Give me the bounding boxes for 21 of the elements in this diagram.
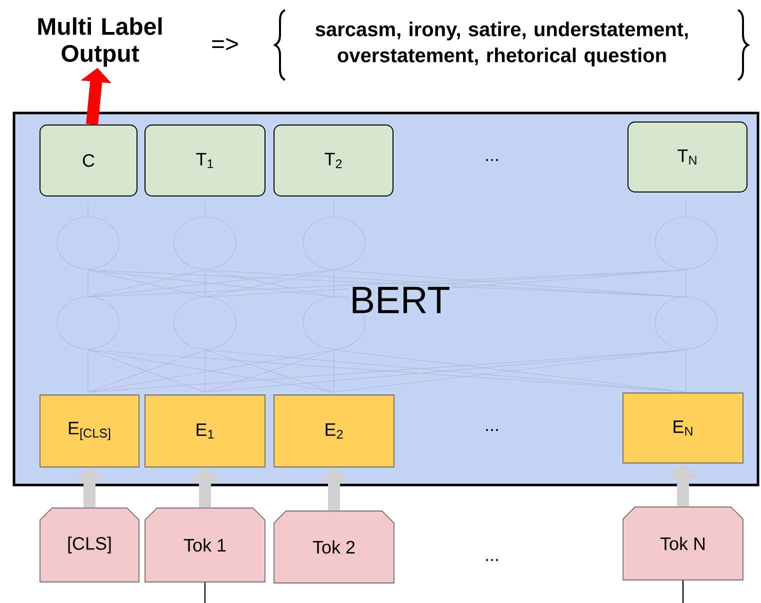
line <box>682 580 684 603</box>
embedding-box: E$_{[CLS]}$ <box>40 394 140 468</box>
output-heading: Multi Label Output <box>38 17 162 67</box>
label-set: sarcasm, irony, satire, understatement, overstatement, rhetorical question <box>316 22 688 66</box>
token-box: [CLS] <box>40 508 140 582</box>
line <box>204 582 206 603</box>
ellipsis: ... <box>486 159 498 161</box>
model-name: BERT <box>348 286 452 314</box>
arrow-sign: => <box>212 38 238 50</box>
output-box: T$_{1}$ <box>144 124 266 196</box>
embedding-box: E$_{2}$ <box>274 394 394 468</box>
output-box: T$_{N}$ <box>628 122 748 192</box>
embedding-box: E$_{N}$ <box>622 392 744 464</box>
token-box: Tok N <box>622 506 744 580</box>
output-box: C <box>40 124 138 196</box>
token-box: Tok 1 <box>144 508 266 582</box>
embedding-box: E$_{1}$ <box>144 394 266 468</box>
token-box: Tok 2 <box>274 510 394 584</box>
ellipsis: ... <box>486 559 498 561</box>
ellipsis: ... <box>486 429 498 431</box>
output-box: T$_{2}$ <box>274 124 394 196</box>
